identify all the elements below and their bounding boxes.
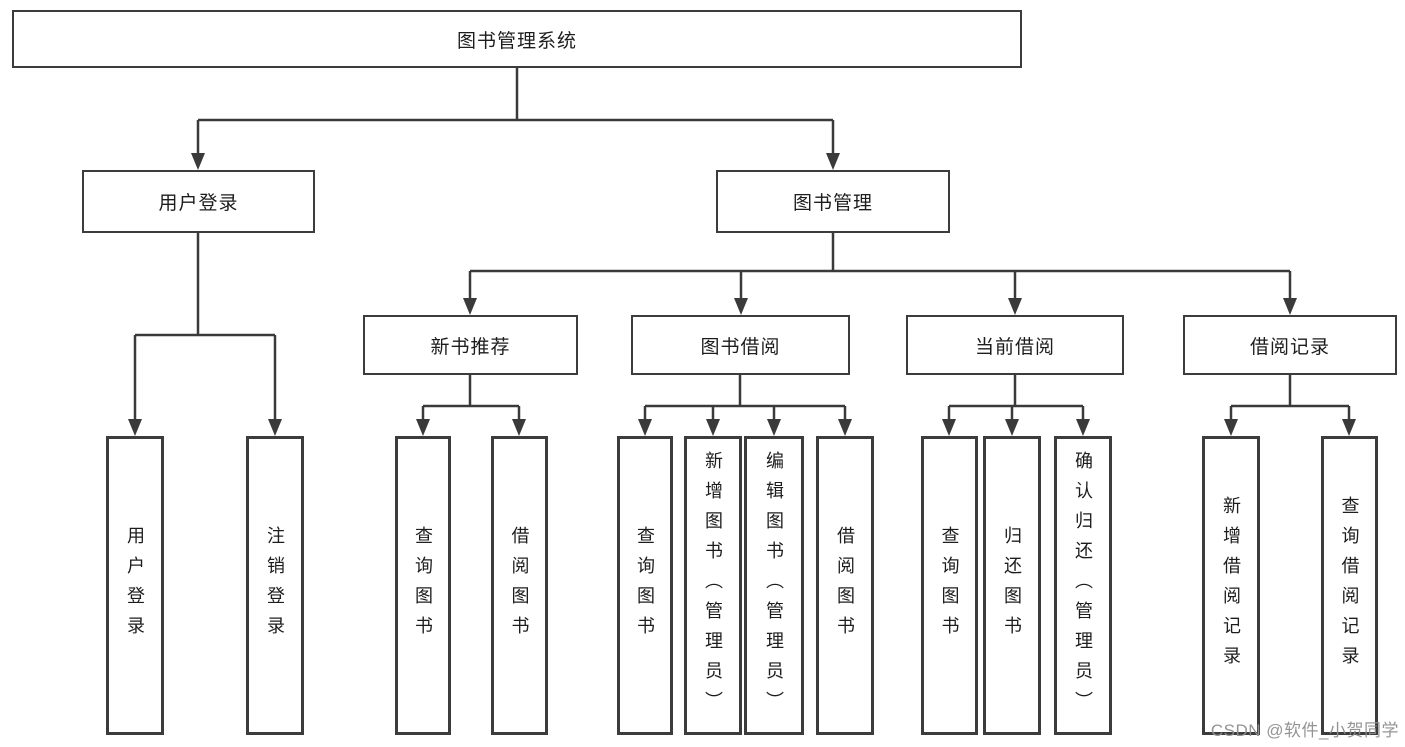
leaf-label: 查询图书 [413, 525, 433, 646]
leaf-label: 新增图书（管理员） [703, 450, 723, 721]
leaf-label: 查询图书 [939, 525, 960, 646]
leaf-label: 查询借阅记录 [1339, 495, 1360, 676]
leaf-query-books-borrowing: 查询图书 [617, 436, 673, 735]
leaf-label: 确认归还（管理员） [1073, 450, 1093, 721]
leaf-label: 查询图书 [635, 525, 655, 646]
node-library-management-system: 图书管理系统 [12, 10, 1022, 68]
leaf-label: 编辑图书（管理员） [764, 450, 784, 721]
leaf-query-books-current: 查询图书 [921, 436, 978, 735]
node-new-book-recommendation: 新书推荐 [363, 315, 578, 375]
leaf-label: 用户登录 [125, 525, 145, 646]
node-label: 当前借阅 [974, 336, 1055, 358]
leaf-return-book: 归还图书 [983, 436, 1041, 735]
leaf-query-borrow-record: 查询借阅记录 [1321, 436, 1378, 735]
leaf-label: 新增借阅记录 [1221, 495, 1241, 676]
leaf-add-borrow-record: 新增借阅记录 [1202, 436, 1260, 735]
csdn-watermark: CSDN @软件_小贺同学 [1210, 721, 1399, 740]
node-current-borrowing: 当前借阅 [906, 315, 1124, 375]
leaf-confirm-return-admin: 确认归还（管理员） [1054, 436, 1112, 735]
leaf-borrow-books-borrowing: 借阅图书 [816, 436, 874, 735]
leaf-user-login: 用户登录 [106, 436, 164, 735]
node-label: 新书推荐 [430, 336, 511, 358]
leaf-add-book-admin: 新增图书（管理员） [684, 436, 742, 735]
leaf-label: 借阅图书 [835, 525, 855, 646]
node-book-management: 图书管理 [716, 170, 950, 233]
node-user-login: 用户登录 [82, 170, 315, 233]
leaf-borrow-books-recommendation: 借阅图书 [491, 436, 548, 735]
leaf-label: 归还图书 [1002, 525, 1022, 646]
node-label: 用户登录 [158, 193, 239, 214]
node-borrowing-records: 借阅记录 [1183, 315, 1397, 375]
leaf-edit-book-admin: 编辑图书（管理员） [744, 436, 804, 735]
node-label: 图书借阅 [700, 336, 781, 358]
leaf-logout: 注销登录 [246, 436, 304, 735]
leaf-label: 注销登录 [265, 525, 285, 646]
leaf-query-books-recommendation: 查询图书 [395, 436, 451, 735]
node-book-borrowing: 图书借阅 [631, 315, 850, 375]
node-label: 图书管理系统 [456, 30, 577, 52]
leaf-label: 借阅图书 [509, 525, 530, 646]
node-label: 借阅记录 [1249, 336, 1330, 358]
node-label: 图书管理 [792, 193, 873, 214]
